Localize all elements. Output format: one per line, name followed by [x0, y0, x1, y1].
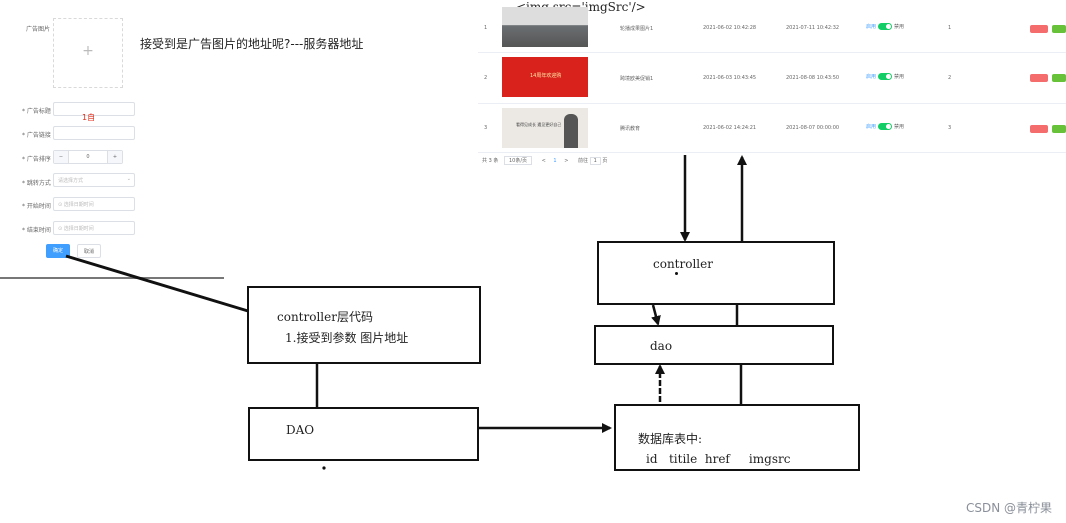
next-page-button[interactable]: >	[564, 158, 569, 164]
delete-button[interactable]	[1030, 25, 1048, 33]
status-switch[interactable]: 启用禁用	[866, 123, 905, 130]
table-row: 3 看得见成长 遇见更好自己 腾讯教育 2021-06-02 14:24:21 …	[478, 104, 1066, 153]
left-controller-box: controller层代码 1.接受到参数 图片地址	[247, 286, 481, 364]
field-label-sort: * 广告排序	[22, 156, 51, 163]
status-switch[interactable]: 启用禁用	[866, 23, 905, 30]
stepper-minus-button[interactable]: −	[54, 151, 69, 163]
database-box: 数据库表中: id titile href imgsrc	[614, 404, 860, 471]
left-dao-box: DAO	[248, 407, 479, 461]
chevron-down-icon: ⌄	[126, 176, 131, 182]
left-controller-title: controller层代码	[277, 310, 373, 324]
pagination-total: 共 3 条	[482, 158, 499, 164]
right-dao-box: dao	[594, 325, 834, 365]
left-controller-note: 1.接受到参数 图片地址	[285, 331, 409, 345]
stepper-plus-button[interactable]: +	[107, 151, 122, 163]
goto-page-input[interactable]: 1	[589, 157, 601, 165]
edit-button[interactable]	[1052, 25, 1066, 33]
field-label-title: * 广告标题	[22, 108, 51, 115]
person-figure	[564, 114, 578, 148]
ad-thumbnail: 14周年欢迎购	[502, 57, 588, 97]
image-upload-box[interactable]: +	[53, 18, 123, 88]
pagination: 共 3 条 10条/页 < 1 > 前往 1 页	[482, 156, 607, 165]
current-page[interactable]: 1	[553, 158, 557, 164]
db-columns: id titile href imgsrc	[646, 452, 791, 466]
field-label-start: * 开始时间	[22, 203, 51, 210]
edit-button[interactable]	[1052, 125, 1066, 133]
start-time-input[interactable]: ⊙ 选择日期时间	[53, 197, 135, 211]
cancel-button[interactable]: 取消	[77, 244, 101, 258]
field-label-jump: * 跳转方式	[22, 180, 51, 187]
confirm-button[interactable]: 确定	[46, 244, 70, 258]
plus-icon: +	[82, 43, 94, 59]
left-dao-label: DAO	[286, 423, 315, 437]
db-title: 数据库表中:	[638, 432, 703, 446]
ad-image-label: 广告图片	[26, 26, 51, 33]
page-unit-label: 页	[602, 158, 608, 164]
right-controller-label: controller	[653, 257, 713, 271]
right-dao-label: dao	[650, 339, 673, 353]
status-switch[interactable]: 启用禁用	[866, 73, 905, 80]
prev-page-button[interactable]: <	[541, 158, 546, 164]
delete-button[interactable]	[1030, 125, 1048, 133]
stray-dot	[322, 466, 326, 470]
stepper-value: 0	[86, 154, 90, 160]
confirm-to-controller-line	[65, 254, 249, 313]
delete-button[interactable]	[1030, 74, 1048, 82]
field-label-link: * 广告链接	[22, 132, 51, 139]
table-row: 1 轮播成果图片1 2021-06-02 10:42:28 2021-07-11…	[478, 4, 1066, 53]
csdn-watermark: CSDN @青柠果	[965, 501, 1052, 515]
question-annotation: 接受到是广告图片的地址呢?---服务器地址	[140, 37, 364, 51]
right-controller-box: controller	[597, 241, 835, 305]
controller-to-dao-arrow	[651, 304, 661, 326]
goto-label: 前往	[578, 158, 589, 164]
ad-thumbnail: 看得见成长 遇见更好自己	[502, 108, 588, 148]
title-input[interactable]	[53, 102, 135, 116]
jump-select[interactable]: 请选择方式 ⌄	[53, 173, 135, 187]
dot-mark	[675, 272, 678, 275]
ad-thumbnail	[502, 7, 588, 47]
form-divider	[0, 277, 224, 279]
handwritten-mark: 1自	[82, 113, 96, 122]
table-row: 2 14周年欢迎购 跨境欧美促销1 2021-06-03 10:43:45 20…	[478, 53, 1066, 104]
field-label-end: * 结束时间	[22, 227, 51, 234]
edit-button[interactable]	[1052, 74, 1066, 82]
sort-stepper[interactable]: − 0 +	[53, 150, 123, 164]
link-input[interactable]	[53, 126, 135, 140]
end-time-input[interactable]: ⊙ 选择日期时间	[53, 221, 135, 235]
ad-table-panel: <img src='imgSrc'/> 1 轮播成果图片1 2021-06-02…	[478, 0, 1066, 172]
page-size-select[interactable]: 10条/页	[503, 156, 533, 165]
